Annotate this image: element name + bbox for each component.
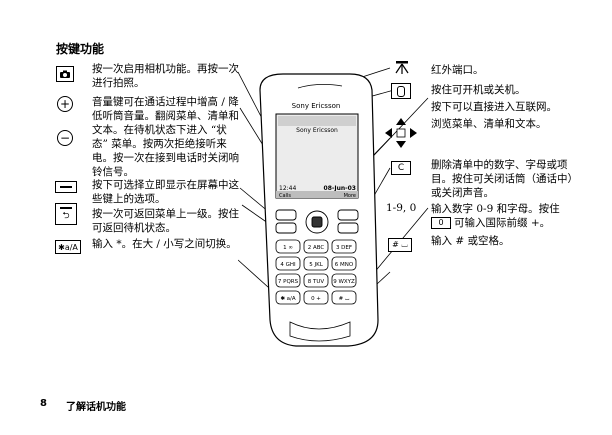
volume-key-description: 音量键可在通话过程中增高 / 降低听筒音量。翻阅菜单、清单和文本。在待机状态下进… (92, 96, 239, 178)
power-key-icon (391, 83, 411, 99)
phone-keypad-key-label: 5 JKL (309, 262, 323, 268)
phone-brand: Sony Ericsson (292, 102, 341, 110)
section-title: 按键功能 (56, 42, 105, 56)
clear-key-description: 删除清单中的数字、字母或项目。按住可关闭话筒（通话中）或关闭声音。 (431, 159, 578, 199)
page-number: 8 (40, 398, 47, 409)
star-key-description: 输入 *。在大 / 小写之间切换。 (92, 238, 237, 250)
phone-keypad-key (275, 239, 301, 254)
phone-keypad-key-label: 9 WXYZ (333, 279, 355, 285)
phone-clear-key (337, 222, 359, 234)
infrared-port-icon (393, 60, 411, 74)
phone-keypad-key-label: 6 MNO (335, 262, 354, 268)
screen-time: 12:44 (279, 185, 296, 192)
power-key-description: 按住可开机或关机。 (431, 84, 526, 96)
phone-keypad-key (275, 256, 301, 271)
phone-keypad-key-label: 3 DEF (336, 245, 352, 251)
hash-key-icon: # ⌴ (388, 238, 412, 252)
phone-keypad-key (331, 273, 357, 288)
screen-operator: Sony Ericsson (296, 127, 338, 134)
phone-keypad-key-label: ✱ a/A (280, 295, 296, 302)
navigation-key-description: 浏览菜单、清单和文本。 (431, 118, 547, 130)
phone-keypad-key (303, 256, 329, 271)
phone-keypad-key-label: # ⌴ (339, 296, 350, 302)
phone-back-key (275, 222, 297, 234)
phone-keypad-key (275, 273, 301, 288)
phone-left-selection-key (275, 209, 297, 221)
selection-key-icon (55, 181, 77, 193)
phone-keypad-key (303, 290, 329, 305)
phone-internet-key (311, 216, 323, 228)
zero-key-icon: 0 (431, 217, 451, 229)
phone-keypad-key-label: 4 GHI (280, 262, 296, 268)
camera-key-description: 按一次启用相机功能。再按一次进行拍照。 (92, 63, 239, 89)
phone-keypad-key (331, 290, 357, 305)
back-key-icon: ⮌ (55, 203, 77, 225)
volume-up-icon: + (57, 96, 73, 112)
clear-key-icon: C (391, 161, 411, 175)
back-key-description: 按一次可返回菜单上一级。按住可返回待机状态。 (92, 208, 239, 234)
phone-keypad-key-label: 1 ∞ (283, 245, 293, 251)
phone-keypad-key-label: 2 ABC (308, 245, 325, 251)
phone-keypad-key-label: 0 + (311, 296, 321, 302)
volume-down-icon: − (57, 130, 73, 146)
internet-key-description: 按下可以直接进入互联网。 (431, 101, 557, 113)
hash-key-description: 输入 # 或空格。 (431, 235, 510, 247)
phone-keypad-key (331, 256, 357, 271)
phone-illustration: Sony Ericsson Sony Ericsson 12:44 08-Jun… (238, 67, 429, 347)
phone-keypad: 1 ∞ 2 ABC 3 DEF 4 GHI 5 JKL 6 MNO 7 PQRS 8 TUV 9… (275, 239, 357, 305)
footer-title: 了解话机功能 (66, 402, 126, 413)
phone-keypad-key (275, 290, 301, 305)
softkey-right: More (344, 193, 356, 199)
camera-icon (56, 66, 74, 82)
digit-keys-label: 1-9, 0 (386, 202, 417, 214)
navigation-key-icon (385, 118, 417, 148)
phone-right-selection-key (337, 209, 359, 221)
infrared-description: 红外端口。 (431, 64, 484, 76)
phone-keypad-key (303, 273, 329, 288)
screen-date: 08-Jun-03 (324, 185, 356, 192)
star-key-icon: ✱a/A (55, 240, 81, 254)
phone-keypad-key (303, 239, 329, 254)
softkey-left: Calls (279, 193, 291, 199)
selection-key-description: 按下可选择立即显示在屏幕中这些键上的选项。 (92, 179, 239, 205)
phone-keypad-key-label: 7 PQRS (278, 279, 299, 285)
phone-keypad-key (331, 239, 357, 254)
phone-keypad-key-label: 8 TUV (308, 279, 325, 285)
